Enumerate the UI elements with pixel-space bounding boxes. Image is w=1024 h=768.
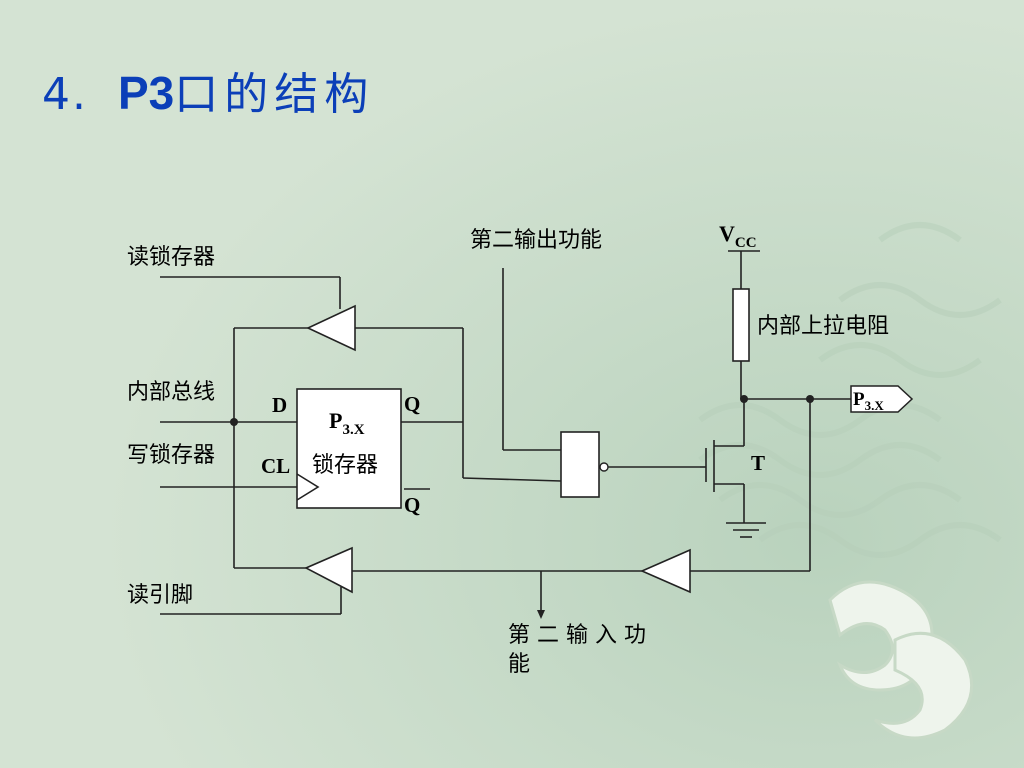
read-latch-path xyxy=(160,276,464,478)
label-pin-p3x: P3.X xyxy=(853,389,884,413)
label-d: D xyxy=(272,393,287,417)
fet-transistor xyxy=(700,399,766,538)
label-latch-text: 锁存器 xyxy=(312,453,378,478)
label-q-bar: Q xyxy=(404,493,420,517)
pullup-resistor-path xyxy=(728,250,914,413)
label-cl: CL xyxy=(261,454,290,478)
read-pin-path xyxy=(160,399,811,619)
label-t: T xyxy=(751,451,765,475)
input-buffer-right xyxy=(640,548,691,594)
nand-gate xyxy=(462,268,700,498)
title-number: 4. xyxy=(42,69,88,120)
second-input-arrow-icon xyxy=(537,610,545,619)
label-internal-bus: 内部总线 xyxy=(127,380,215,405)
internal-bus-path xyxy=(160,328,297,568)
title-rest: 口的结构 xyxy=(174,69,375,120)
label-pullup: 内部上拉电阻 xyxy=(757,314,889,339)
read-pin-buffer xyxy=(304,546,353,594)
label-second-input-line2: 能 xyxy=(508,652,530,677)
pullup-resistor xyxy=(732,288,750,362)
label-read-latch: 读锁存器 xyxy=(127,245,215,270)
dragon-ornament-icon xyxy=(828,580,974,740)
bus-junction xyxy=(230,418,238,426)
label-write-latch: 写锁存器 xyxy=(127,443,215,468)
label-q: Q xyxy=(404,392,420,416)
label-vcc: VCC xyxy=(719,221,757,251)
pin-p3x-terminal xyxy=(850,385,914,413)
label-latch-name: P3.X xyxy=(329,408,365,438)
title-port: P3 xyxy=(117,67,175,119)
label-second-input-line1: 第 二 输 入 功 xyxy=(508,623,646,648)
read-latch-buffer xyxy=(306,304,356,352)
page-title: 4. P3 口的结构 xyxy=(42,58,374,128)
label-second-output: 第二输出功能 xyxy=(470,228,602,253)
label-read-pin: 读引脚 xyxy=(127,583,193,608)
latch-box xyxy=(296,388,463,509)
inverter-bubble xyxy=(599,462,609,472)
